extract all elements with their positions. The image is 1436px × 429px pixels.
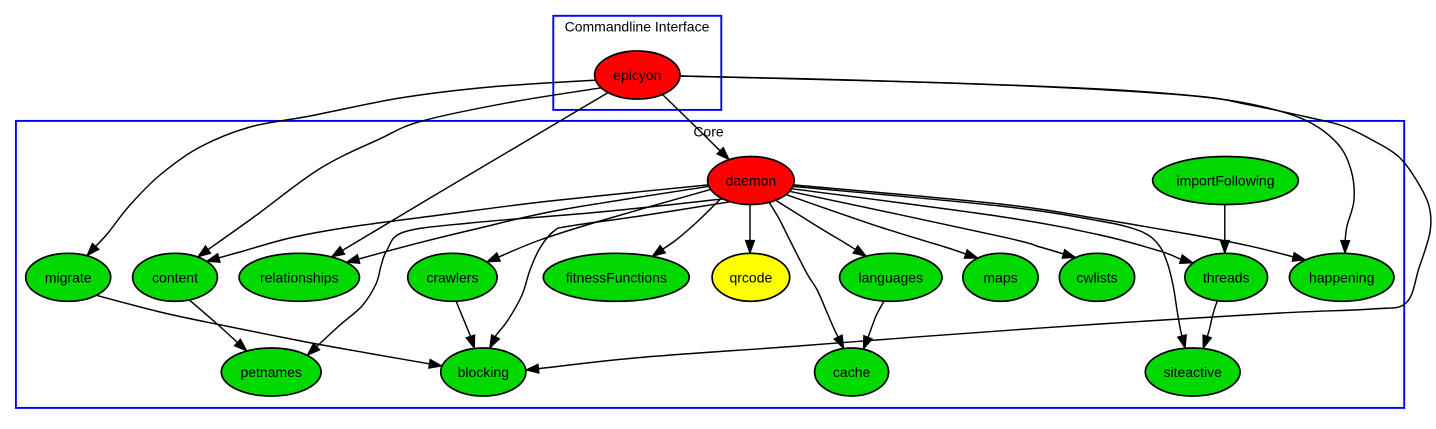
svg-text:epicyon: epicyon: [613, 67, 661, 83]
svg-text:happening: happening: [1309, 269, 1374, 285]
svg-text:petnames: petnames: [240, 364, 301, 380]
svg-text:Core: Core: [693, 124, 724, 140]
svg-text:migrate: migrate: [45, 269, 92, 285]
svg-text:maps: maps: [983, 269, 1017, 285]
svg-text:blocking: blocking: [458, 364, 509, 380]
svg-text:siteactive: siteactive: [1164, 364, 1223, 380]
svg-text:daemon: daemon: [726, 173, 777, 189]
svg-text:crawlers: crawlers: [426, 269, 478, 285]
svg-text:cwlists: cwlists: [1076, 269, 1117, 285]
svg-text:importFollowing: importFollowing: [1176, 173, 1274, 189]
svg-text:cache: cache: [833, 364, 871, 380]
svg-text:threads: threads: [1203, 269, 1250, 285]
svg-text:languages: languages: [858, 269, 923, 285]
svg-text:qrcode: qrcode: [729, 269, 772, 285]
svg-text:fitnessFunctions: fitnessFunctions: [566, 269, 667, 285]
svg-text:content: content: [152, 269, 198, 285]
svg-text:Commandline Interface: Commandline Interface: [565, 19, 710, 35]
svg-text:relationships: relationships: [260, 269, 339, 285]
